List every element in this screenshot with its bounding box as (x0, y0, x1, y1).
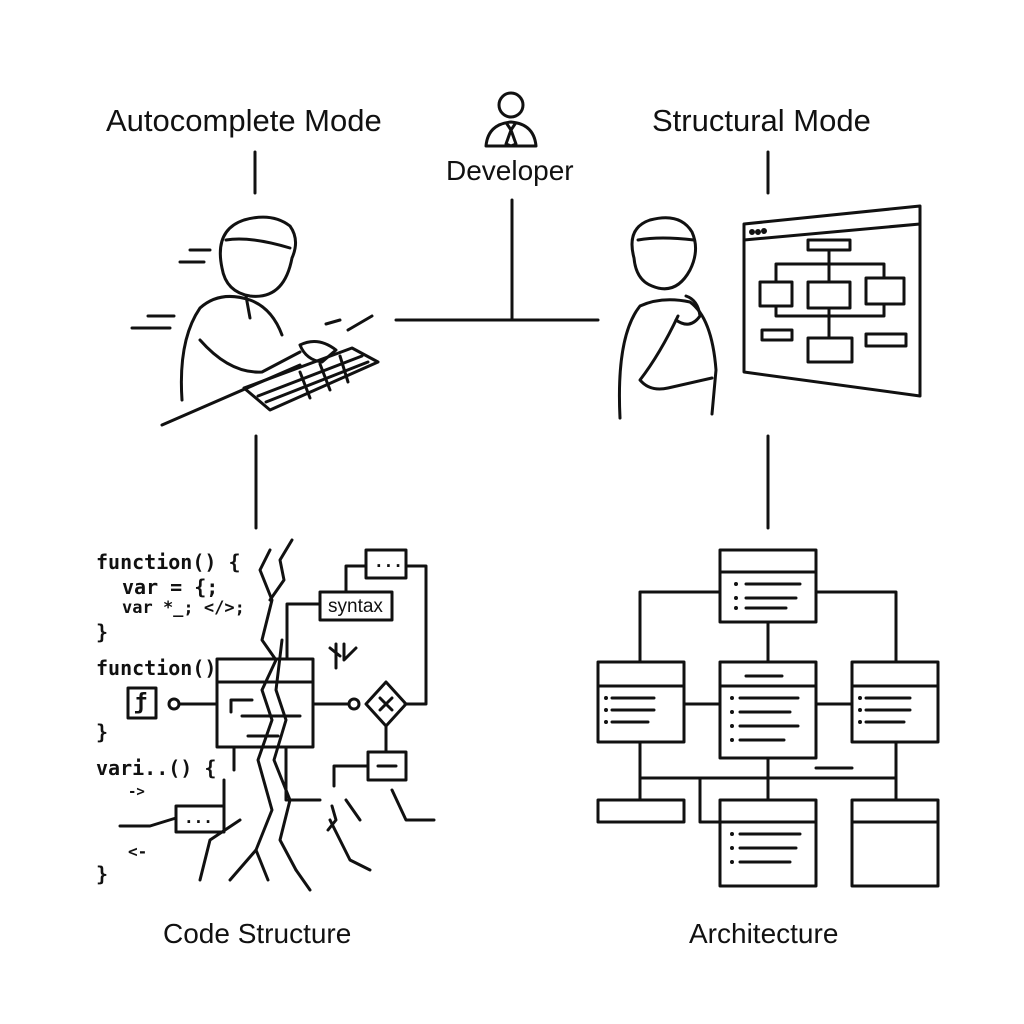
thinking-developer-illustration (617, 216, 718, 420)
person-with-tie-icon (484, 91, 538, 148)
ellipsis-box-label: ... (374, 552, 403, 571)
typing-developer-illustration (130, 215, 380, 427)
code-structure-caption: Code Structure (163, 918, 352, 949)
code-line: } (96, 620, 109, 644)
ellipsis-box-label: ... (184, 808, 213, 827)
code-line: var *_; </>; (122, 598, 245, 618)
syntax-box-label: syntax (328, 596, 383, 617)
code-line: function() { (96, 550, 241, 574)
architecture-caption: Architecture (689, 918, 839, 949)
code-line: } (96, 720, 109, 744)
developer-label: Developer (446, 155, 574, 186)
code-line: vari..() { (96, 756, 217, 780)
autocomplete-mode-title: Autocomplete Mode (106, 103, 382, 138)
structural-mode-title: Structural Mode (652, 103, 871, 138)
code-line: } (96, 862, 109, 886)
arrow-fragment: -> (128, 784, 145, 800)
architecture-diagram (596, 548, 940, 888)
broken-code-structure (118, 538, 436, 892)
function-glyph: ƒ (134, 690, 148, 715)
arrow-fragment: <- (128, 842, 148, 861)
code-line: function() (96, 656, 217, 680)
code-line: var = {; (122, 575, 219, 599)
architecture-screen-icon (742, 204, 922, 398)
